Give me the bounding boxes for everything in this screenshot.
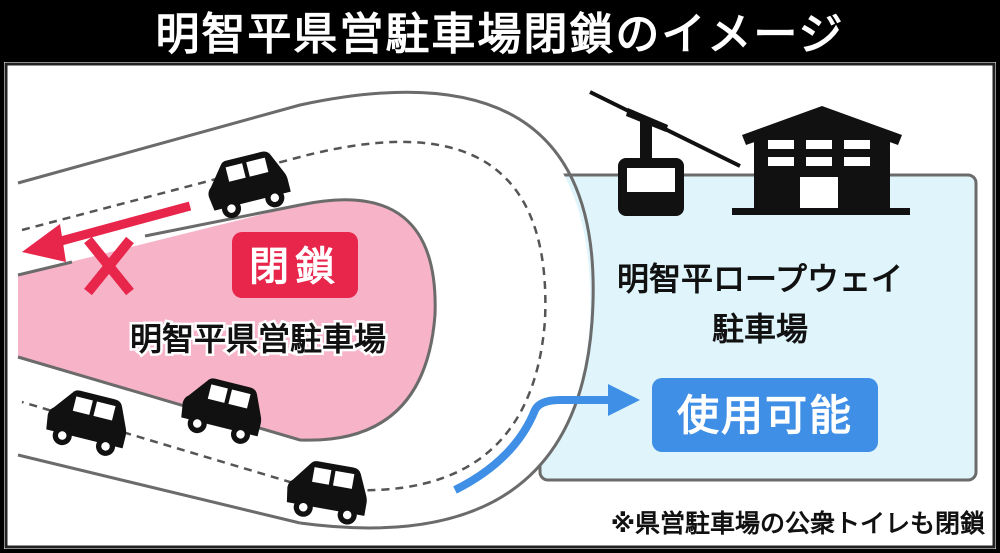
road-outer-edge-bottom	[17, 453, 301, 525]
closed-badge-label: 閉鎖	[249, 244, 341, 290]
gondola-icon	[618, 108, 684, 216]
closed-lot-name: 明智平県営駐車場	[130, 320, 386, 358]
road-center-line	[21, 140, 547, 492]
ropeway-lot-name-line1: 明智平ロープウェイ	[617, 260, 903, 298]
blocked-entry-arrow	[22, 201, 192, 262]
closed-badge	[232, 232, 358, 298]
available-route-arrow	[453, 384, 640, 494]
x-mark-icon	[84, 236, 134, 296]
road-outer-edge	[17, 90, 595, 530]
ropeway-lot-name-line2: 駐車場	[712, 310, 808, 348]
available-badge	[652, 378, 878, 452]
frame	[4, 62, 996, 549]
diagram-title: 明智平県営駐車場閉鎖のイメージ	[155, 9, 845, 60]
closed-lot-edge	[17, 198, 437, 442]
diagram-canvas: 閉鎖 明智平県営駐車場 使用可能 明智平ロープウェイ 駐車場	[4, 62, 996, 549]
footnote: ※県営駐車場の公衆トイレも閉鎖	[611, 509, 986, 538]
available-badge-label: 使用可能	[677, 391, 853, 440]
ropeway-station-building-icon	[732, 106, 910, 215]
